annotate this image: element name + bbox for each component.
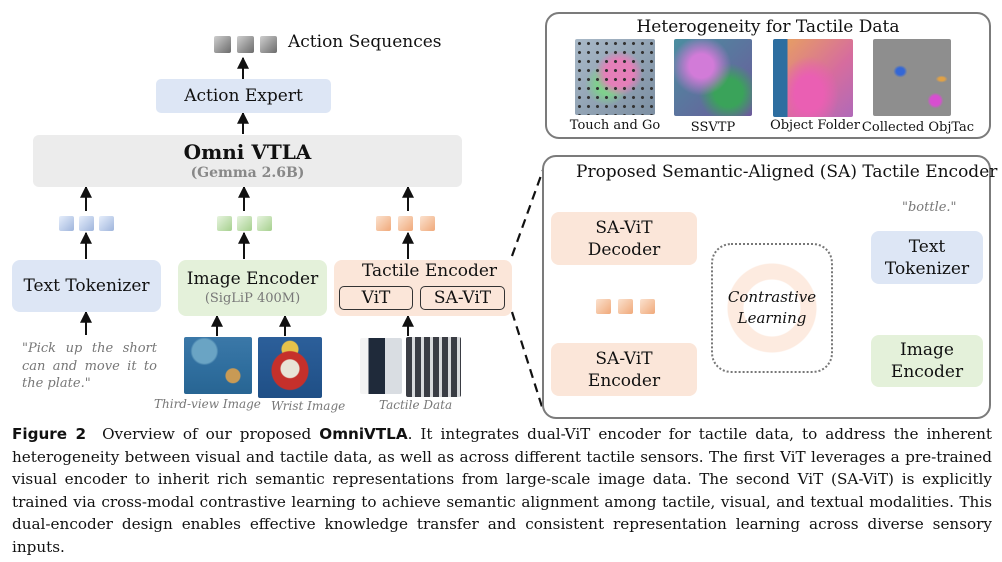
sa-image-encoder-label: Image Encoder <box>890 340 964 382</box>
image-token-cube <box>257 216 272 231</box>
sa-token-cube <box>596 299 611 314</box>
action-sequences-label: Action Sequences <box>288 32 442 52</box>
image-encoder-label: Image Encoder <box>186 269 319 289</box>
image-token-cube <box>217 216 232 231</box>
image-token-cube <box>237 216 252 231</box>
collected-objtac-sample <box>873 39 951 116</box>
tactile-token-cube <box>376 216 391 231</box>
third-view-image <box>184 337 252 394</box>
text-token-cube <box>59 216 74 231</box>
tactile-data-caption: Tactile Data <box>379 398 453 412</box>
sa-image-encoder-box: Image Encoder <box>871 335 983 387</box>
text-token-cube <box>79 216 94 231</box>
sa-token-cube <box>618 299 633 314</box>
tactile-token-cube <box>420 216 435 231</box>
action-token-cube <box>214 36 231 53</box>
omni-vtla-subtitle: (Gemma 2.6B) <box>190 165 305 181</box>
heterogeneity-title: Heterogeneity for Tactile Data <box>636 17 900 37</box>
image-encoder-box: Image Encoder (SigLiP 400M) <box>178 260 327 316</box>
sa-vit-decoder-label: SA-ViT Decoder <box>587 217 661 260</box>
bottle-text: "bottle." <box>902 200 957 215</box>
text-tokenizer-box: Text Tokenizer <box>12 260 161 312</box>
sa-token-cube <box>640 299 655 314</box>
omni-vtla-title: Omni VTLA <box>183 140 312 164</box>
object-folder-label: Object Folder <box>770 118 860 133</box>
action-expert-box: Action Expert <box>156 79 331 113</box>
wrist-image <box>258 337 322 398</box>
third-view-caption: Third-view Image <box>154 397 261 411</box>
sa-text-tokenizer-label: Text Tokenizer <box>884 236 970 279</box>
action-token-cube <box>260 36 277 53</box>
sa-encoder-title: Proposed Semantic-Aligned (SA) Tactile E… <box>576 162 998 182</box>
tactile-data-image-hand <box>406 337 461 397</box>
instruction-text: "Pick up the short can and move it to th… <box>22 341 157 391</box>
contrastive-learning-box <box>711 243 833 373</box>
action-token-cube <box>237 36 254 53</box>
text-token-cube <box>99 216 114 231</box>
sa-vit-decoder-box: SA-ViT Decoder <box>551 212 697 265</box>
ssvtp-label: SSVTP <box>690 120 736 135</box>
omni-vtla-box: Omni VTLA (Gemma 2.6B) <box>33 135 462 187</box>
ssvtp-sample <box>674 39 752 116</box>
tactile-token-cube <box>398 216 413 231</box>
image-encoder-subtitle: (SigLiP 400M) <box>204 291 301 306</box>
caption-body: . It integrates dual-ViT encoder for tac… <box>12 425 992 556</box>
vit-box: ViT <box>339 286 413 310</box>
contrastive-learning-label: Contrastive Learning <box>727 288 817 327</box>
sa-text-tokenizer-box: Text Tokenizer <box>871 231 983 284</box>
collected-objtac-label: Collected ObjTac <box>861 120 975 135</box>
touch-and-go-label: Touch and Go <box>569 118 661 133</box>
sa-vit-encoder-label: SA-ViT Encoder <box>587 348 661 391</box>
tactile-encoder-label: Tactile Encoder <box>362 261 498 281</box>
caption-intro: Overview of our proposed <box>102 425 320 443</box>
tactile-data-image-gel <box>360 338 402 394</box>
sa-vit-encoder-box: SA-ViT Encoder <box>551 343 697 396</box>
object-folder-sample <box>773 39 853 117</box>
figure-label: Figure 2 <box>12 425 87 443</box>
figure-caption: Figure 2 Overview of our proposed OmniVT… <box>12 423 992 558</box>
sa-vit-box: SA-ViT <box>420 286 505 310</box>
caption-model-name: OmniVTLA <box>319 425 408 443</box>
wrist-caption: Wrist Image <box>271 399 346 413</box>
touch-and-go-sample <box>575 39 655 115</box>
